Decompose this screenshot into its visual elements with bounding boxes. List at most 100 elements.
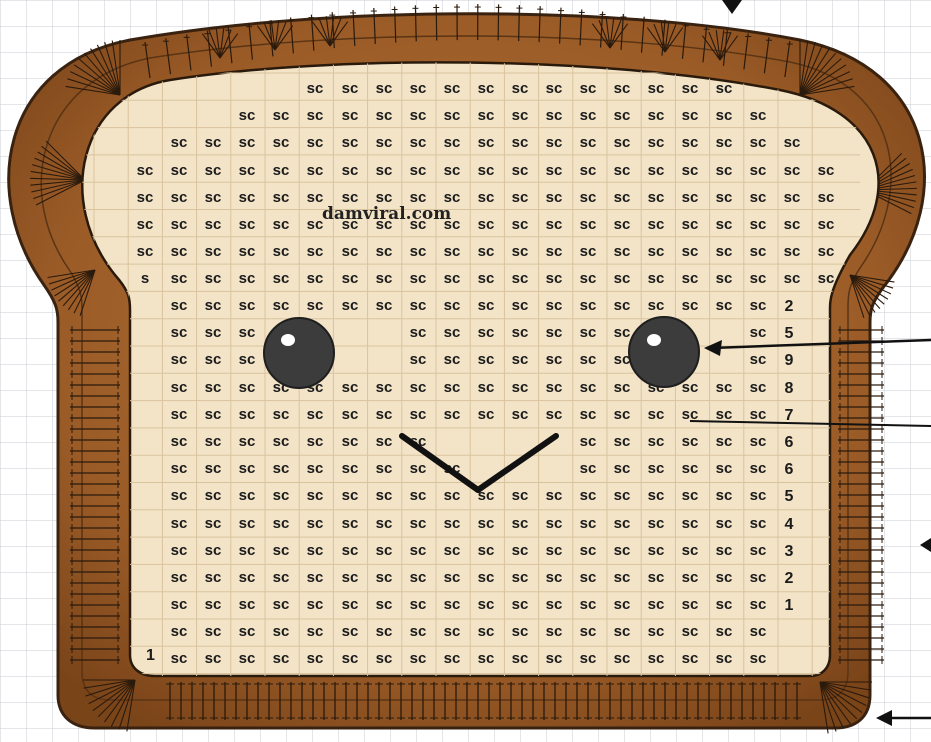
stitch-sc: sc bbox=[546, 351, 563, 368]
stitch-sc: sc bbox=[239, 216, 256, 233]
stitch-sc: sc bbox=[376, 270, 393, 287]
stitch-sc: sc bbox=[750, 351, 767, 368]
stitch-sc: sc bbox=[307, 243, 324, 260]
right-eye-icon bbox=[629, 317, 699, 387]
stitch-sc: sc bbox=[171, 297, 188, 314]
stitch-sc: sc bbox=[716, 460, 733, 477]
stitch-sc: sc bbox=[239, 134, 256, 151]
stitch-sc: sc bbox=[307, 406, 324, 423]
stitch-sc: sc bbox=[546, 623, 563, 640]
stitch-sc: sc bbox=[614, 243, 631, 260]
stitch-sc: sc bbox=[376, 487, 393, 504]
stitch-sc: sc bbox=[682, 623, 699, 640]
stitch-sc: sc bbox=[410, 487, 427, 504]
stitch-sc: sc bbox=[171, 406, 188, 423]
stitch-sc: sc bbox=[580, 324, 597, 341]
stitch-sc: sc bbox=[376, 297, 393, 314]
stitch-sc: sc bbox=[444, 379, 461, 396]
stitch-sc: sc bbox=[716, 189, 733, 206]
stitch-sc: sc bbox=[478, 80, 495, 97]
stitch-sc: sc bbox=[410, 297, 427, 314]
stitch-sc: sc bbox=[478, 297, 495, 314]
stitch-sc: sc bbox=[750, 406, 767, 423]
stitch-sc: sc bbox=[342, 134, 359, 151]
stitch-sc: sc bbox=[342, 460, 359, 477]
stitch-sc: sc bbox=[512, 243, 529, 260]
stitch-sc: sc bbox=[716, 406, 733, 423]
stitch-sc: sc bbox=[205, 162, 222, 179]
row-number: 5 bbox=[785, 325, 794, 342]
stitch-sc: sc bbox=[171, 569, 188, 586]
stitch-sc: sc bbox=[376, 569, 393, 586]
stitch-sc: sc bbox=[410, 270, 427, 287]
stitch-sc: sc bbox=[648, 243, 665, 260]
stitch-sc: sc bbox=[205, 623, 222, 640]
stitch-sc: sc bbox=[410, 406, 427, 423]
stitch-sc: sc bbox=[614, 460, 631, 477]
stitch-sc: sc bbox=[580, 650, 597, 667]
stitch-sc: sc bbox=[307, 189, 324, 206]
stitch-sc: sc bbox=[171, 650, 188, 667]
stitch-sc: sc bbox=[376, 406, 393, 423]
stitch-sc: sc bbox=[512, 515, 529, 532]
stitch-sc: sc bbox=[682, 542, 699, 559]
stitch-sc: sc bbox=[750, 134, 767, 151]
stitch-sc: sc bbox=[478, 623, 495, 640]
stitch-sc: sc bbox=[171, 542, 188, 559]
stitch-sc: sc bbox=[307, 542, 324, 559]
stitch-sc: sc bbox=[512, 542, 529, 559]
stitch-sc: sc bbox=[512, 569, 529, 586]
stitch-sc: sc bbox=[546, 107, 563, 124]
stitch-sc: sc bbox=[580, 569, 597, 586]
stitch-sc: sc bbox=[750, 379, 767, 396]
stitch-sc: sc bbox=[171, 515, 188, 532]
stitch-sc: sc bbox=[342, 379, 359, 396]
stitch-sc: sc bbox=[512, 406, 529, 423]
stitch-sc: sc bbox=[580, 515, 597, 532]
stitch-sc: sc bbox=[205, 596, 222, 613]
stitch-sc: sc bbox=[273, 243, 290, 260]
stitch-sc: sc bbox=[648, 487, 665, 504]
stitch-sc: sc bbox=[171, 623, 188, 640]
stitch-sc: sc bbox=[682, 80, 699, 97]
stitch-sc: sc bbox=[818, 270, 835, 287]
stitch-sc: sc bbox=[410, 650, 427, 667]
stitch-sc: sc bbox=[750, 487, 767, 504]
stitch-sc: sc bbox=[205, 270, 222, 287]
stitch-sc: sc bbox=[444, 542, 461, 559]
stitch-sc: sc bbox=[614, 379, 631, 396]
stitch-sc: sc bbox=[614, 623, 631, 640]
stitch-sc: sc bbox=[342, 596, 359, 613]
stitch-sc: sc bbox=[784, 243, 801, 260]
stitch-sc: sc bbox=[273, 134, 290, 151]
row-number: 2 bbox=[785, 570, 794, 587]
stitch-sc: sc bbox=[342, 270, 359, 287]
stitch-sc: sc bbox=[171, 460, 188, 477]
stitch-sc: sc bbox=[205, 297, 222, 314]
stitch-sc: sc bbox=[682, 569, 699, 586]
stitch-sc: sc bbox=[546, 487, 563, 504]
stitch-sc: sc bbox=[171, 270, 188, 287]
stitch-sc: sc bbox=[546, 650, 563, 667]
stitch-sc: sc bbox=[512, 134, 529, 151]
stitch-sc: sc bbox=[410, 542, 427, 559]
stitch-sc: sc bbox=[512, 487, 529, 504]
stitch-sc: sc bbox=[342, 243, 359, 260]
stitch-sc: sc bbox=[444, 351, 461, 368]
stitch-sc: sc bbox=[716, 623, 733, 640]
stitch-sc: sc bbox=[342, 433, 359, 450]
stitch-sc: sc bbox=[273, 623, 290, 640]
stitch-sc: sc bbox=[580, 270, 597, 287]
stitch-sc: sc bbox=[342, 297, 359, 314]
stitch-sc: sc bbox=[273, 460, 290, 477]
stitch-sc: sc bbox=[614, 162, 631, 179]
stitch-sc: sc bbox=[376, 596, 393, 613]
stitch-sc: sc bbox=[580, 596, 597, 613]
stitch-sc: sc bbox=[716, 379, 733, 396]
stitch-sc: sc bbox=[444, 243, 461, 260]
row-number: 6 bbox=[785, 461, 794, 478]
row-number: 9 bbox=[785, 352, 794, 369]
stitch-sc: sc bbox=[750, 433, 767, 450]
